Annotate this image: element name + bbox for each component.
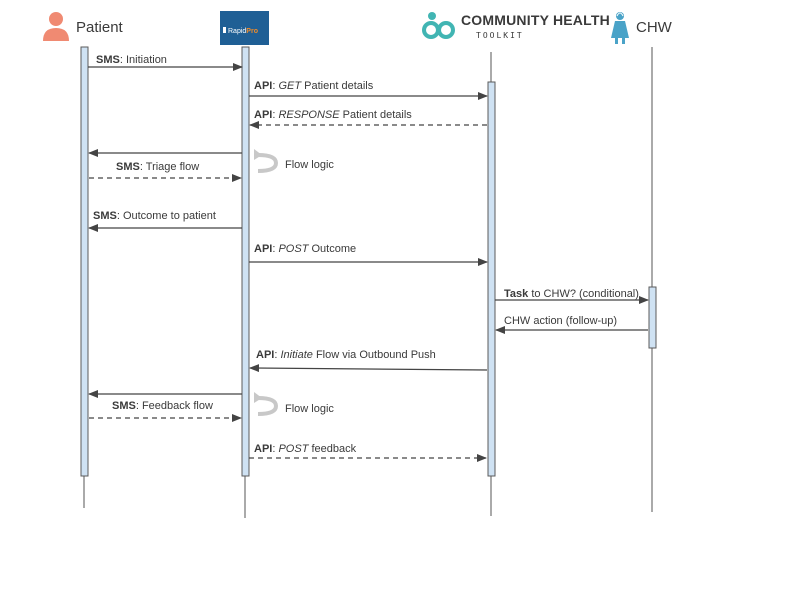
message-label: Task to CHW? (conditional) xyxy=(504,288,639,300)
chw-actor: CHW xyxy=(611,12,673,44)
curved-return-arrow-icon xyxy=(254,149,279,173)
chw-label: CHW xyxy=(636,19,673,36)
health-worker-icon xyxy=(611,12,629,44)
patient-activation xyxy=(80,46,89,477)
rapidpro-actor: RapidPro xyxy=(220,11,269,45)
patient-label: Patient xyxy=(76,19,124,36)
message-label: CHW action (follow-up) xyxy=(504,315,617,327)
message-arrow xyxy=(249,364,488,373)
flow-logic-note: Flow logic xyxy=(285,403,334,415)
cht-actor: COMMUNITY HEALTH TOOLKIT xyxy=(422,12,610,40)
curved-return-arrow-icon xyxy=(254,392,279,416)
cht-logo-subtitle: TOOLKIT xyxy=(476,31,524,40)
message-label: SMS: Outcome to patient xyxy=(93,210,216,222)
chw-activation xyxy=(648,286,657,349)
message-label: API: POST Outcome xyxy=(254,243,356,255)
cht-infinity-logo xyxy=(422,12,455,39)
rapidpro-logo-text: RapidPro xyxy=(228,28,258,35)
message-label: SMS: Triage flow xyxy=(116,161,199,173)
patient-actor: Patient xyxy=(43,12,124,41)
message-label: API: RESPONSE Patient details xyxy=(254,109,412,121)
flow-logic-note: Flow logic xyxy=(285,159,334,171)
message-label: SMS: Feedback flow xyxy=(112,400,213,412)
rapidpro-activation xyxy=(241,46,250,477)
cht-logo-title: COMMUNITY HEALTH xyxy=(461,12,610,28)
message-label: API: POST feedback xyxy=(254,443,357,455)
message-label: API: Initiate Flow via Outbound Push xyxy=(256,349,436,361)
cht-activation xyxy=(487,81,496,477)
message-label: SMS: Initiation xyxy=(96,54,167,66)
rapidpro-logo: RapidPro xyxy=(220,11,269,45)
message-label: API: GET Patient details xyxy=(254,80,374,92)
person-icon xyxy=(43,12,69,41)
